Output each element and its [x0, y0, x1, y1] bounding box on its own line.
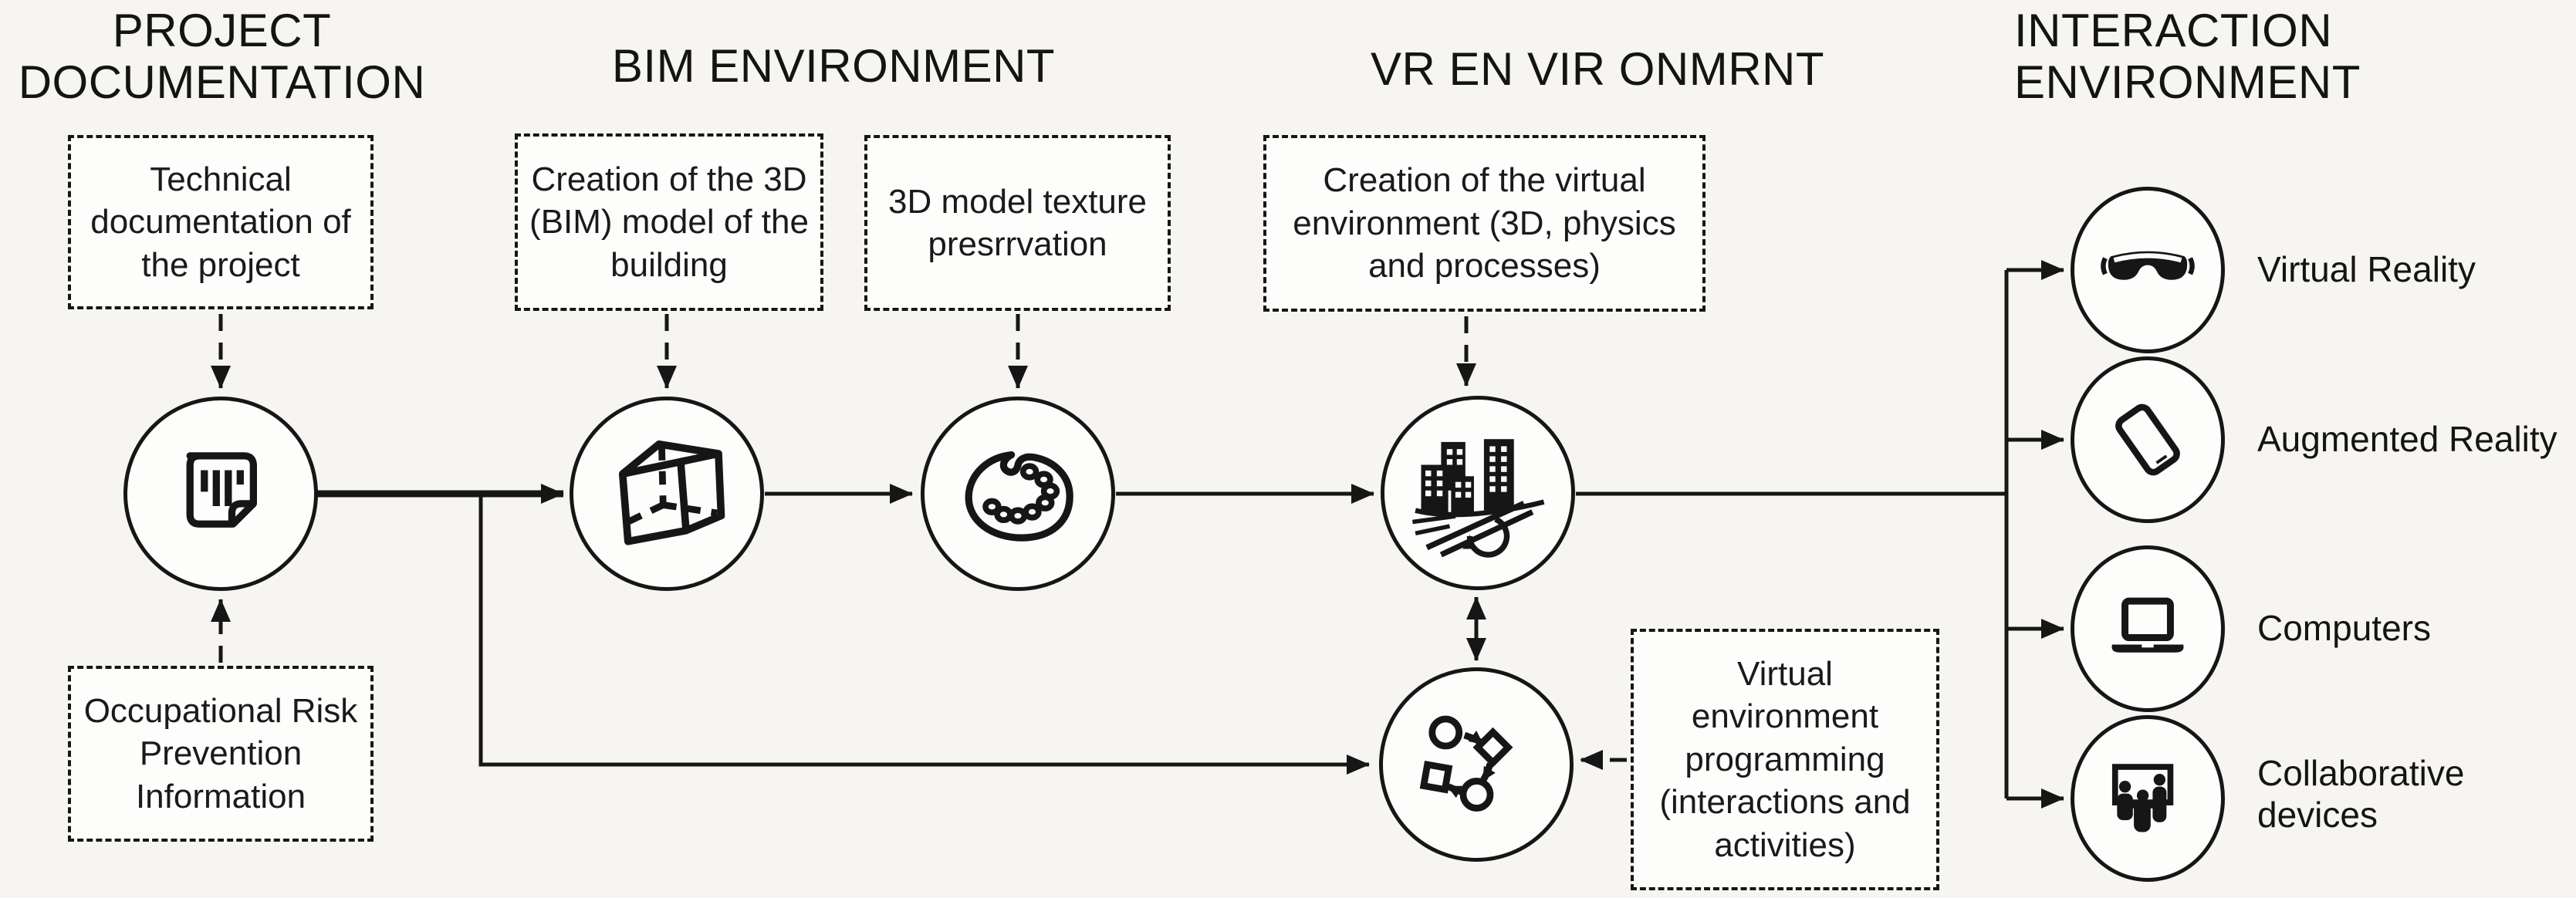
device-computers [2071, 545, 2225, 712]
node-programming-flowchart [1379, 667, 1574, 862]
device-virtual-reality [2071, 187, 2225, 353]
box-programming: Virtual environment programming (interac… [1631, 629, 1939, 890]
header-bim-environment: BIM ENVIRONMENT [611, 40, 1056, 92]
node-texture-palette [921, 397, 1115, 591]
laptop-icon [2111, 597, 2184, 653]
device-augmented-reality [2071, 356, 2225, 523]
header-interaction-environment: INTERACTION ENVIRONMENT [2014, 5, 2361, 109]
header-vr-environment: VR EN VIR ONMRNT [1370, 43, 1825, 95]
vr-headset-icon [2101, 251, 2195, 280]
box-virtual-environment: Creation of the virtual environment (3D,… [1263, 135, 1706, 312]
device-collaborative [2071, 715, 2225, 882]
node-bim-cube [570, 397, 764, 591]
node-project-document [123, 397, 318, 591]
arrow-document-to-programming-node [478, 494, 1370, 775]
node-virtual-environment-city [1381, 396, 1575, 590]
device-label-computers: Computers [2257, 608, 2431, 648]
programming-flowchart-icon [1419, 715, 1513, 812]
virtual-environment-city-icon [1411, 438, 1544, 558]
box-bim-model: Creation of the 3D (BIM) model of the bu… [515, 133, 823, 311]
texture-palette-icon [965, 451, 1073, 542]
bim-cube-icon [618, 440, 725, 545]
device-label-collaborative: Collaborative devices [2257, 753, 2465, 836]
box-technical-documentation: Technical documentation of the project [68, 135, 374, 309]
box-occupational-risk: Occupational Risk Prevention Information [68, 666, 374, 842]
device-label-virtual-reality: Virtual Reality [2257, 249, 2476, 289]
collaborative-devices-icon [2111, 764, 2174, 832]
tablet-icon [2115, 403, 2180, 476]
device-label-augmented-reality: Augmented Reality [2257, 419, 2557, 459]
project-document-icon [186, 451, 257, 528]
header-project-documentation: PROJECT DOCUMENTATION [18, 5, 426, 109]
box-texture: 3D model texture presrrvation [864, 135, 1171, 311]
